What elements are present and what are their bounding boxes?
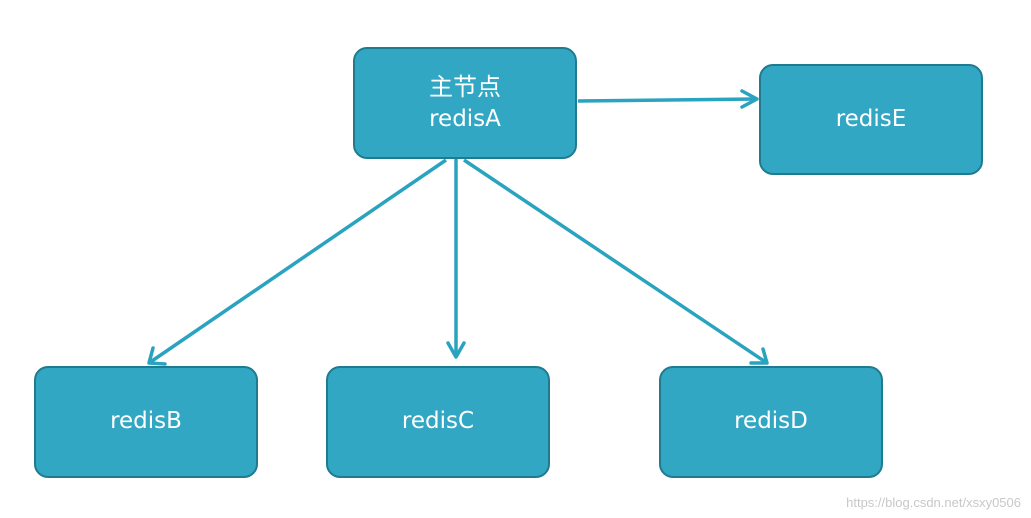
node-d-label: redisD: [734, 408, 808, 435]
node-b-label: redisB: [110, 408, 182, 435]
arrowhead-a-to-c: [446, 341, 466, 359]
node-a-label: redisA: [429, 105, 501, 132]
node-redis-e[interactable]: redisE: [759, 64, 983, 175]
node-a-subtitle: 主节点: [429, 73, 501, 102]
arrow-a-to-e: [577, 97, 757, 103]
arrowhead-a-to-e: [740, 89, 759, 109]
node-redis-c[interactable]: redisC: [326, 366, 550, 478]
arrowhead-a-to-b: [147, 346, 167, 366]
arrow-a-to-b: [148, 158, 447, 365]
node-redis-d[interactable]: redisD: [659, 366, 883, 478]
arrow-a-to-d: [463, 158, 768, 365]
watermark: https://blog.csdn.net/xsxy0506: [846, 495, 1021, 510]
node-c-label: redisC: [401, 408, 475, 435]
node-redis-b[interactable]: redisB: [34, 366, 258, 478]
arrowhead-a-to-d: [749, 347, 769, 365]
node-e-label: redisE: [835, 105, 907, 132]
node-redis-a[interactable]: 主节点 redisA: [353, 47, 577, 159]
